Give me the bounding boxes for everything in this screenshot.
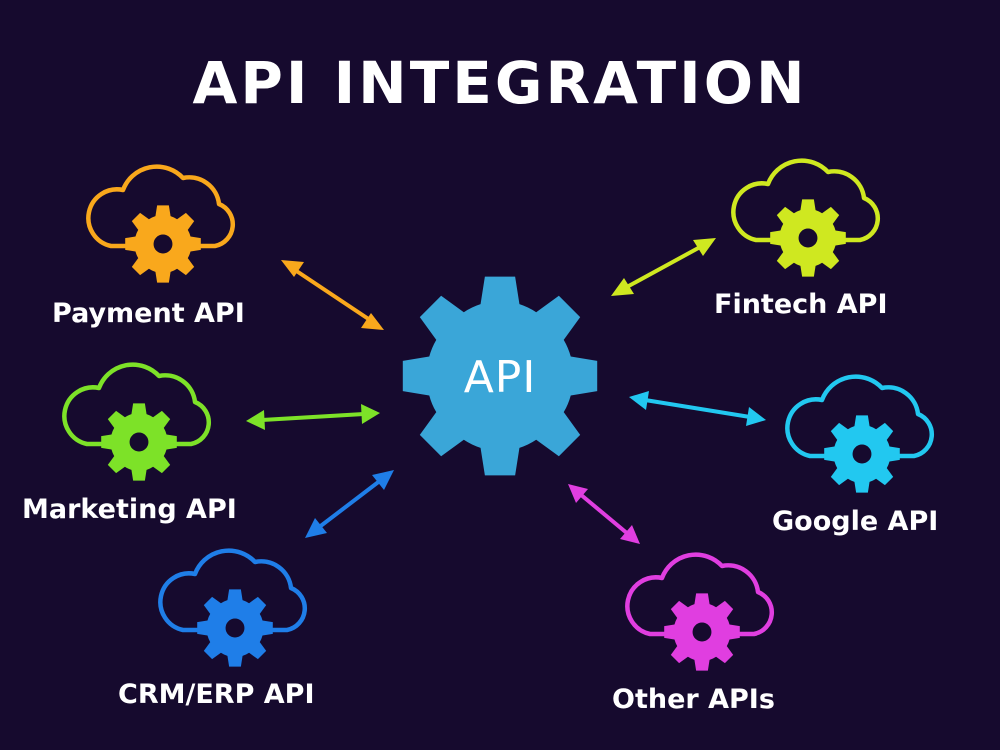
payment-cloud-gear-icon <box>86 164 236 283</box>
arrow-google <box>629 391 766 426</box>
marketing-cloud-gear-icon <box>62 362 212 481</box>
other-apis-label: Other APIs <box>612 684 775 715</box>
arrow-payment <box>281 260 384 330</box>
page-title: API INTEGRATION <box>192 49 808 117</box>
google-cloud-gear-icon <box>785 374 935 493</box>
google-api-label: Google API <box>772 506 939 537</box>
hub-label: API <box>463 352 537 403</box>
crm-erp-api-label: CRM/ERP API <box>118 679 315 710</box>
other-cloud-gear-icon <box>625 552 775 671</box>
arrow-other <box>568 484 640 544</box>
arrow-marketing <box>246 404 380 430</box>
fintech-api-label: Fintech API <box>714 289 888 320</box>
payment-api-label: Payment API <box>52 298 245 329</box>
arrow-crm <box>305 470 394 538</box>
arrow-fintech <box>611 238 716 296</box>
crm-cloud-gear-icon <box>158 548 308 667</box>
fintech-cloud-gear-icon <box>731 158 881 277</box>
marketing-api-label: Marketing API <box>22 494 237 525</box>
